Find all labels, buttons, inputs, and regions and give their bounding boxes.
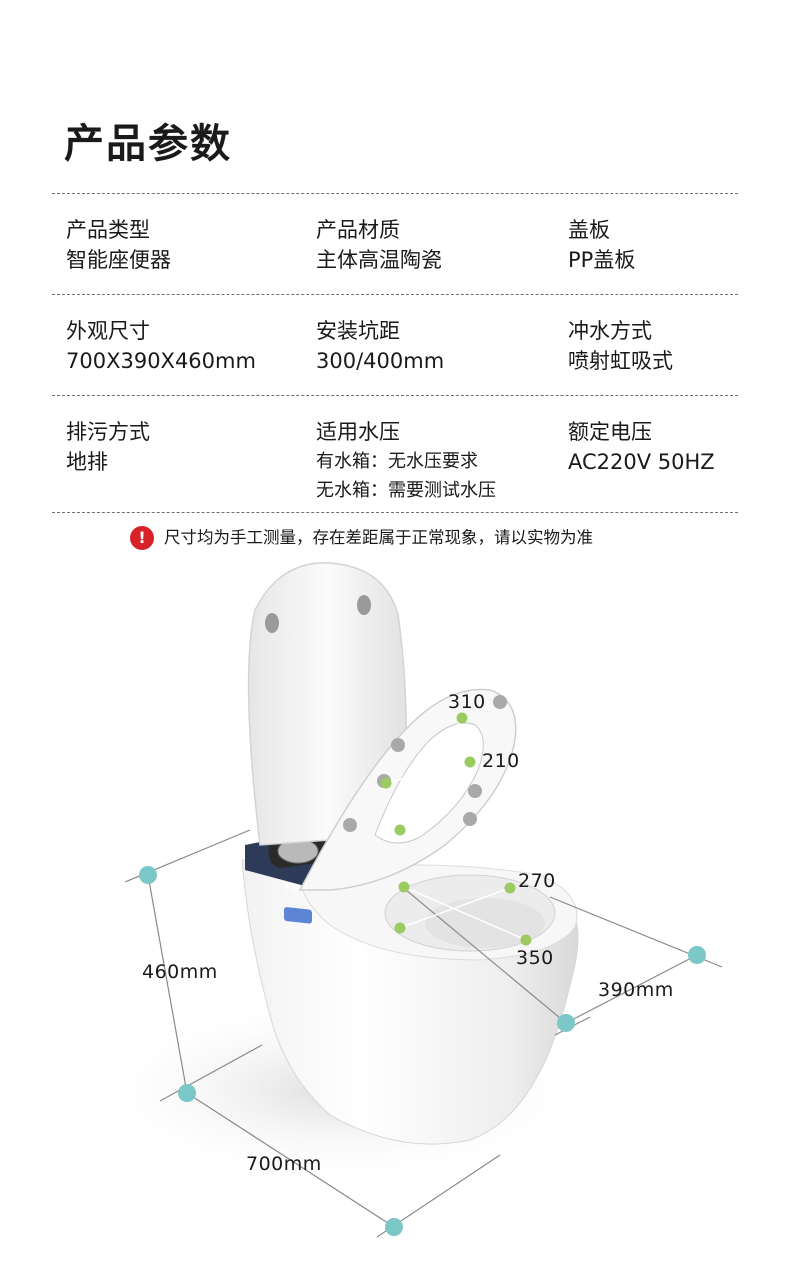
spec-value: PP盖板 [568, 248, 636, 272]
seat-length-label: 310 [448, 691, 486, 713]
spec-value: 300/400mm [316, 349, 445, 373]
seat-bumper [343, 818, 357, 832]
spec-value: 地排 [66, 450, 108, 474]
divider [52, 512, 738, 513]
spec-label: 盖板 [568, 218, 610, 242]
page-title: 产品参数 [64, 121, 232, 167]
inner-measure-lines [385, 717, 527, 941]
spec-label: 排污方式 [66, 420, 150, 444]
dimension-marker [178, 1084, 196, 1102]
measure-point [380, 777, 392, 789]
panel-button [293, 884, 299, 890]
spec-label: 适用水压 [316, 420, 400, 444]
measure-point [394, 824, 406, 836]
measure-point [394, 922, 406, 934]
measure-point [398, 881, 410, 893]
length-label: 700mm [246, 1153, 322, 1175]
bowl-width-label: 270 [518, 870, 556, 892]
panel-display [284, 907, 312, 924]
divider [52, 294, 738, 295]
dimension-marker [688, 946, 706, 964]
seat-bumper [463, 812, 477, 826]
lid-bumper [265, 613, 279, 633]
spec-label: 安装坑距 [316, 319, 400, 343]
toilet-lid [247, 562, 408, 846]
product-dimension-diagram: 310 210 270 350 460mm 390mm 700mm [80, 562, 723, 1238]
seat-bumper [391, 738, 405, 752]
seat-width-label: 210 [482, 750, 520, 772]
spec-value: 喷射虹吸式 [568, 349, 673, 373]
measure-point [520, 934, 532, 946]
spec-value: 700X390X460mm [66, 349, 256, 373]
seat-bumper [468, 784, 482, 798]
measurement-note: ! 尺寸均为手工测量，存在差距属于正常现象，请以实物为准 [130, 525, 593, 551]
teal-markers [139, 866, 706, 1236]
spec-value: 智能座便器 [66, 248, 171, 272]
measure-point [464, 756, 476, 768]
seat-opening [374, 722, 484, 844]
lid-bumper [357, 595, 371, 615]
bowl-length-label: 350 [516, 947, 554, 969]
spec-drainage: 排污方式 地排 [66, 417, 150, 477]
dimension-marker [139, 866, 157, 884]
spec-product-type: 产品类型 智能座便器 [66, 215, 171, 275]
measure-point [456, 712, 468, 724]
spec-flush-type: 冲水方式 喷射虹吸式 [568, 316, 673, 376]
divider [52, 395, 738, 396]
height-label: 460mm [142, 961, 218, 983]
spec-dimensions: 外观尺寸 700X390X460mm [66, 316, 256, 376]
measure-point [504, 882, 516, 894]
spec-label: 额定电压 [568, 420, 652, 444]
exclamation-icon: ! [130, 526, 154, 550]
spec-rough-in: 安装坑距 300/400mm [316, 316, 444, 376]
spec-material: 产品材质 主体高温陶瓷 [316, 215, 442, 275]
dimension-marker [385, 1218, 403, 1236]
spec-label: 产品类型 [66, 218, 150, 242]
divider [52, 193, 738, 194]
dimension-lines [124, 829, 723, 1238]
spec-voltage: 额定电压 AC220V 50HZ [568, 417, 715, 477]
spec-cover: 盖板 PP盖板 [568, 215, 635, 275]
panel-button [285, 883, 291, 889]
spec-label: 产品材质 [316, 218, 400, 242]
spec-value: AC220V 50HZ [568, 450, 715, 474]
green-markers [380, 712, 532, 946]
seat-bumper [493, 695, 507, 709]
spec-label: 外观尺寸 [66, 319, 150, 343]
dimension-marker [557, 1014, 575, 1032]
spec-label: 冲水方式 [568, 319, 652, 343]
spec-value: 主体高温陶瓷 [316, 248, 442, 272]
spec-water-pressure: 适用水压 有水箱：无水压要求 无水箱：需要测试水压 [316, 417, 496, 505]
spec-value-secondary: 无水箱：需要测试水压 [316, 480, 496, 501]
spec-value: 有水箱：无水压要求 [316, 451, 478, 472]
width-label: 390mm [598, 979, 674, 1001]
note-text: 尺寸均为手工测量，存在差距属于正常现象，请以实物为准 [164, 528, 593, 547]
